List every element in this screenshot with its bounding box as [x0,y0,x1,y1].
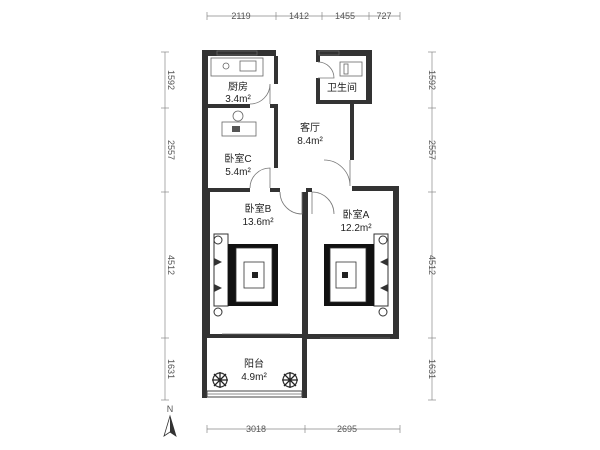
dim-left-3: 4512 [166,255,176,275]
bedroom-a-area: 12.2m² [340,223,372,234]
dim-top-4: 727 [376,11,391,21]
bedroom-c-name: 卧室C [224,152,251,165]
dim-left-4: 1631 [166,359,176,379]
living-name: 客厅 [300,121,320,134]
dim-bottom-2: 2695 [337,424,357,434]
balcony-name: 阳台 [244,357,264,370]
bathroom-name: 卫生间 [327,81,357,94]
bedroom-a-name: 卧室A [343,208,370,221]
bedroom-b-name: 卧室B [245,202,272,215]
bedroom-b-area: 13.6m² [242,217,274,228]
bedroom-c-area: 5.4m² [225,167,251,178]
dim-right-1: 1592 [427,70,437,90]
dimension-top: 2119 1412 1455 727 [206,11,401,21]
dim-left-2: 2557 [166,140,176,160]
desk [221,110,257,137]
kitchen-counter [210,57,264,77]
walls [202,50,399,398]
dim-right-2: 2557 [427,140,437,160]
living-area: 8.4m² [297,136,323,147]
balcony-area: 4.9m² [241,372,267,383]
dim-right-4: 1631 [427,359,437,379]
dimension-bottom: 3018 2695 [206,424,401,434]
kitchen-area: 3.4m² [225,94,251,105]
doors [249,61,351,215]
dimension-right: 1592 2557 4512 1631 [427,51,437,401]
bed-b [213,233,278,317]
dim-left-1: 1592 [166,70,176,90]
compass: N [163,404,177,437]
dim-top-1: 2119 [231,11,250,21]
windows [206,50,390,398]
kitchen-name: 厨房 [228,80,248,93]
dimension-left: 1592 2557 4512 1631 [161,51,176,401]
toilet-fixture [339,61,363,77]
bed-a [324,233,389,317]
dim-top-3: 1455 [335,11,355,21]
dim-bottom-1: 3018 [246,424,266,434]
dim-right-3: 4512 [427,255,437,275]
compass-north-label: N [167,404,174,414]
balcony-plants [212,372,298,388]
dim-top-2: 1412 [289,11,309,21]
